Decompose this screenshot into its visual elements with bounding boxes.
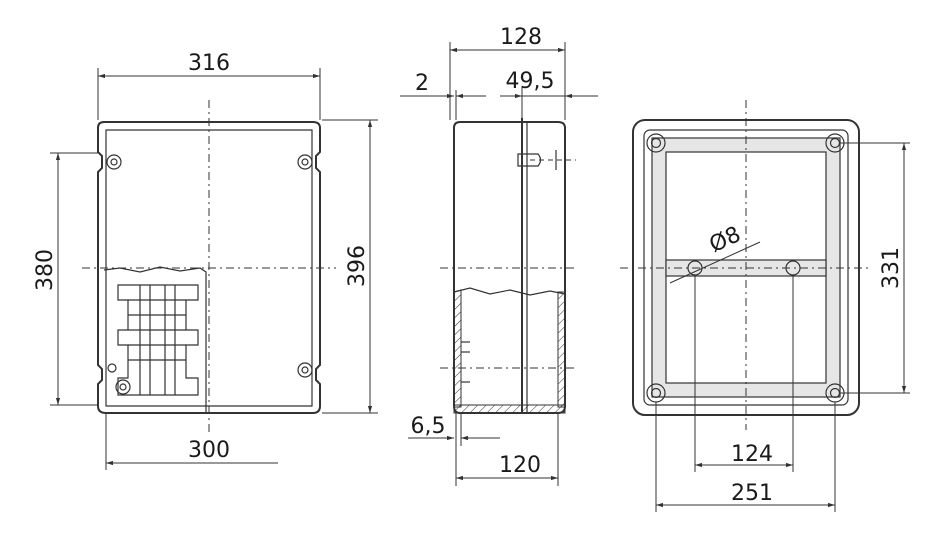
- dim-front-height-left: 380: [33, 152, 98, 406]
- dim-128-label: 128: [500, 25, 542, 50]
- dim-331-label: 331: [879, 247, 904, 289]
- dim-side-depth-bottom: 120: [455, 413, 559, 486]
- dim-300-label: 300: [188, 438, 230, 463]
- front-box-outline: [97, 121, 321, 414]
- dim-back-width: 251: [655, 402, 836, 512]
- side-clip: [517, 153, 542, 167]
- dim-side-depth-top: 128: [449, 25, 566, 120]
- dim-front-width-top: 316: [97, 51, 321, 120]
- back-view: Ø8 331 124 251: [620, 100, 910, 512]
- side-view: 128 2 49,5 6,5 120: [400, 25, 598, 486]
- front-screw-holes: [106, 154, 313, 395]
- dim-124-label: 124: [731, 442, 773, 467]
- dim-251-label: 251: [731, 481, 773, 506]
- dim-2-label: 2: [415, 71, 429, 96]
- dim-396-label: 396: [345, 245, 370, 287]
- dim-side-lid: 49,5: [500, 69, 598, 120]
- dim-380-label: 380: [33, 249, 58, 291]
- side-wall-left-section: [453, 289, 462, 408]
- dim-49-5-label: 49,5: [506, 69, 555, 94]
- dim-side-base-wall: 6,5: [408, 413, 500, 446]
- side-wall-bottom-section: [453, 404, 566, 414]
- dim-side-wall: 2: [400, 71, 486, 120]
- dim-back-height: 331: [840, 142, 910, 394]
- dim-120-label: 120: [499, 453, 541, 478]
- dim-316-label: 316: [188, 51, 230, 76]
- dim-front-width-bottom: 300: [105, 413, 278, 470]
- front-view: 316 380 396 300: [33, 51, 378, 470]
- side-cutaway-edge: [453, 287, 566, 296]
- dim-front-height-right: 396: [322, 119, 378, 414]
- front-box-inner: [105, 129, 313, 407]
- dim-6-5-label: 6,5: [411, 414, 446, 439]
- front-back-ribs: [107, 284, 199, 396]
- front-cutaway-edge: [103, 266, 207, 413]
- dim-back-hole-spacing: 124: [694, 275, 794, 472]
- side-wall-right-section: [557, 291, 566, 408]
